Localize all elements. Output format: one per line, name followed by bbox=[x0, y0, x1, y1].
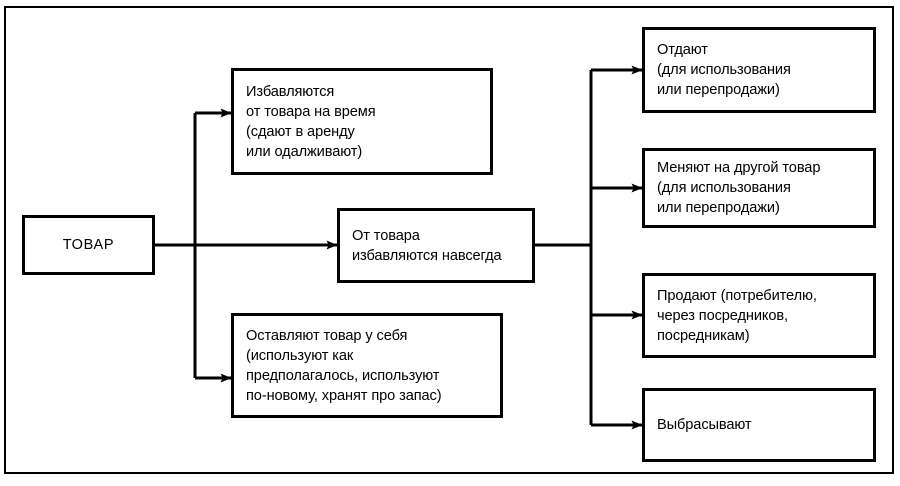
diagram-outer-frame bbox=[4, 6, 894, 474]
node-outcome-give-away[interactable]: Отдают (для использования или перепродаж… bbox=[642, 27, 876, 113]
node-outcome-sell[interactable]: Продают (потребителю, через посредников,… bbox=[642, 273, 876, 358]
node-outcome-trade-label: Меняют на другой товар (для использовани… bbox=[657, 160, 821, 216]
node-temporary-disposal-label: Избавляются от товара на время (сдают в … bbox=[246, 83, 376, 160]
node-outcome-sell-label: Продают (потребителю, через посредников,… bbox=[657, 287, 817, 344]
node-product-root-label: ТОВАР bbox=[62, 237, 115, 253]
node-temporary-disposal[interactable]: Избавляются от товара на время (сдают в … bbox=[231, 68, 493, 175]
node-outcome-discard-label: Выбрасывают bbox=[657, 417, 752, 433]
node-keep-product-label: Оставляют товар у себя (использyют как п… bbox=[246, 327, 442, 404]
node-product-root[interactable]: ТОВАР bbox=[22, 215, 155, 275]
node-keep-product[interactable]: Оставляют товар у себя (использyют как п… bbox=[231, 313, 503, 418]
node-permanent-disposal[interactable]: От товара избавляются навсегда bbox=[337, 208, 535, 283]
node-outcome-trade[interactable]: Меняют на другой товар (для использовани… bbox=[642, 148, 876, 228]
node-outcome-discard[interactable]: Выбрасывают bbox=[642, 388, 876, 462]
node-permanent-disposal-label: От товара избавляются навсегда bbox=[352, 227, 502, 264]
node-outcome-give-away-label: Отдают (для использования или перепродаж… bbox=[657, 42, 791, 98]
